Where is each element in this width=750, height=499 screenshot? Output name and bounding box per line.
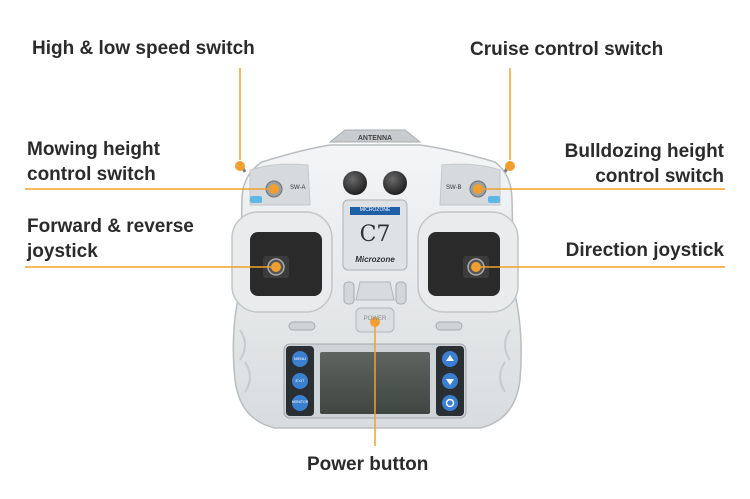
callout-power-button: Power button <box>307 454 429 475</box>
callout-forward-reverse-line1: Forward & reverse <box>27 216 194 237</box>
right-knob[interactable] <box>383 171 407 195</box>
mini-screen-title: MICROZONE <box>359 207 391 213</box>
switch-right-label: SW-B <box>446 185 462 191</box>
menu-button[interactable] <box>292 351 308 367</box>
callout-forward-reverse-line2: joystick <box>27 241 98 262</box>
switch-left-label: SW-A <box>290 185 306 191</box>
exit-button-label: EXIT <box>295 378 305 383</box>
monitor-button-label: MONITOR <box>291 400 309 404</box>
callout-cruise-control: Cruise control switch <box>470 39 664 60</box>
exit-button[interactable] <box>292 373 308 389</box>
callout-dots <box>235 161 515 327</box>
mini-screen <box>350 207 400 215</box>
enter-button[interactable] <box>442 395 458 411</box>
antenna <box>328 129 422 143</box>
callout-bulldozing-height-line1: Bulldozing height <box>564 141 724 162</box>
model-name: C7 <box>359 222 391 247</box>
brand-name: Microzone <box>355 255 395 264</box>
model-panel <box>342 199 408 271</box>
menu-button-label: MENU <box>294 356 306 361</box>
antenna-label: ANTENNA <box>357 135 393 142</box>
callout-high-low-speed: High & low speed switch <box>32 38 255 59</box>
callout-direction-joystick: Direction joystick <box>565 240 724 261</box>
power-button[interactable]: POWER <box>363 316 387 322</box>
callout-bulldozing-height-line2: control switch <box>595 166 724 187</box>
callout-mowing-height-line1: Mowing height <box>27 139 160 160</box>
callout-mowing-height-line2: control switch <box>27 164 156 185</box>
monitor-button[interactable] <box>292 395 308 411</box>
left-knob[interactable] <box>343 171 367 195</box>
callout-lines <box>25 68 725 446</box>
